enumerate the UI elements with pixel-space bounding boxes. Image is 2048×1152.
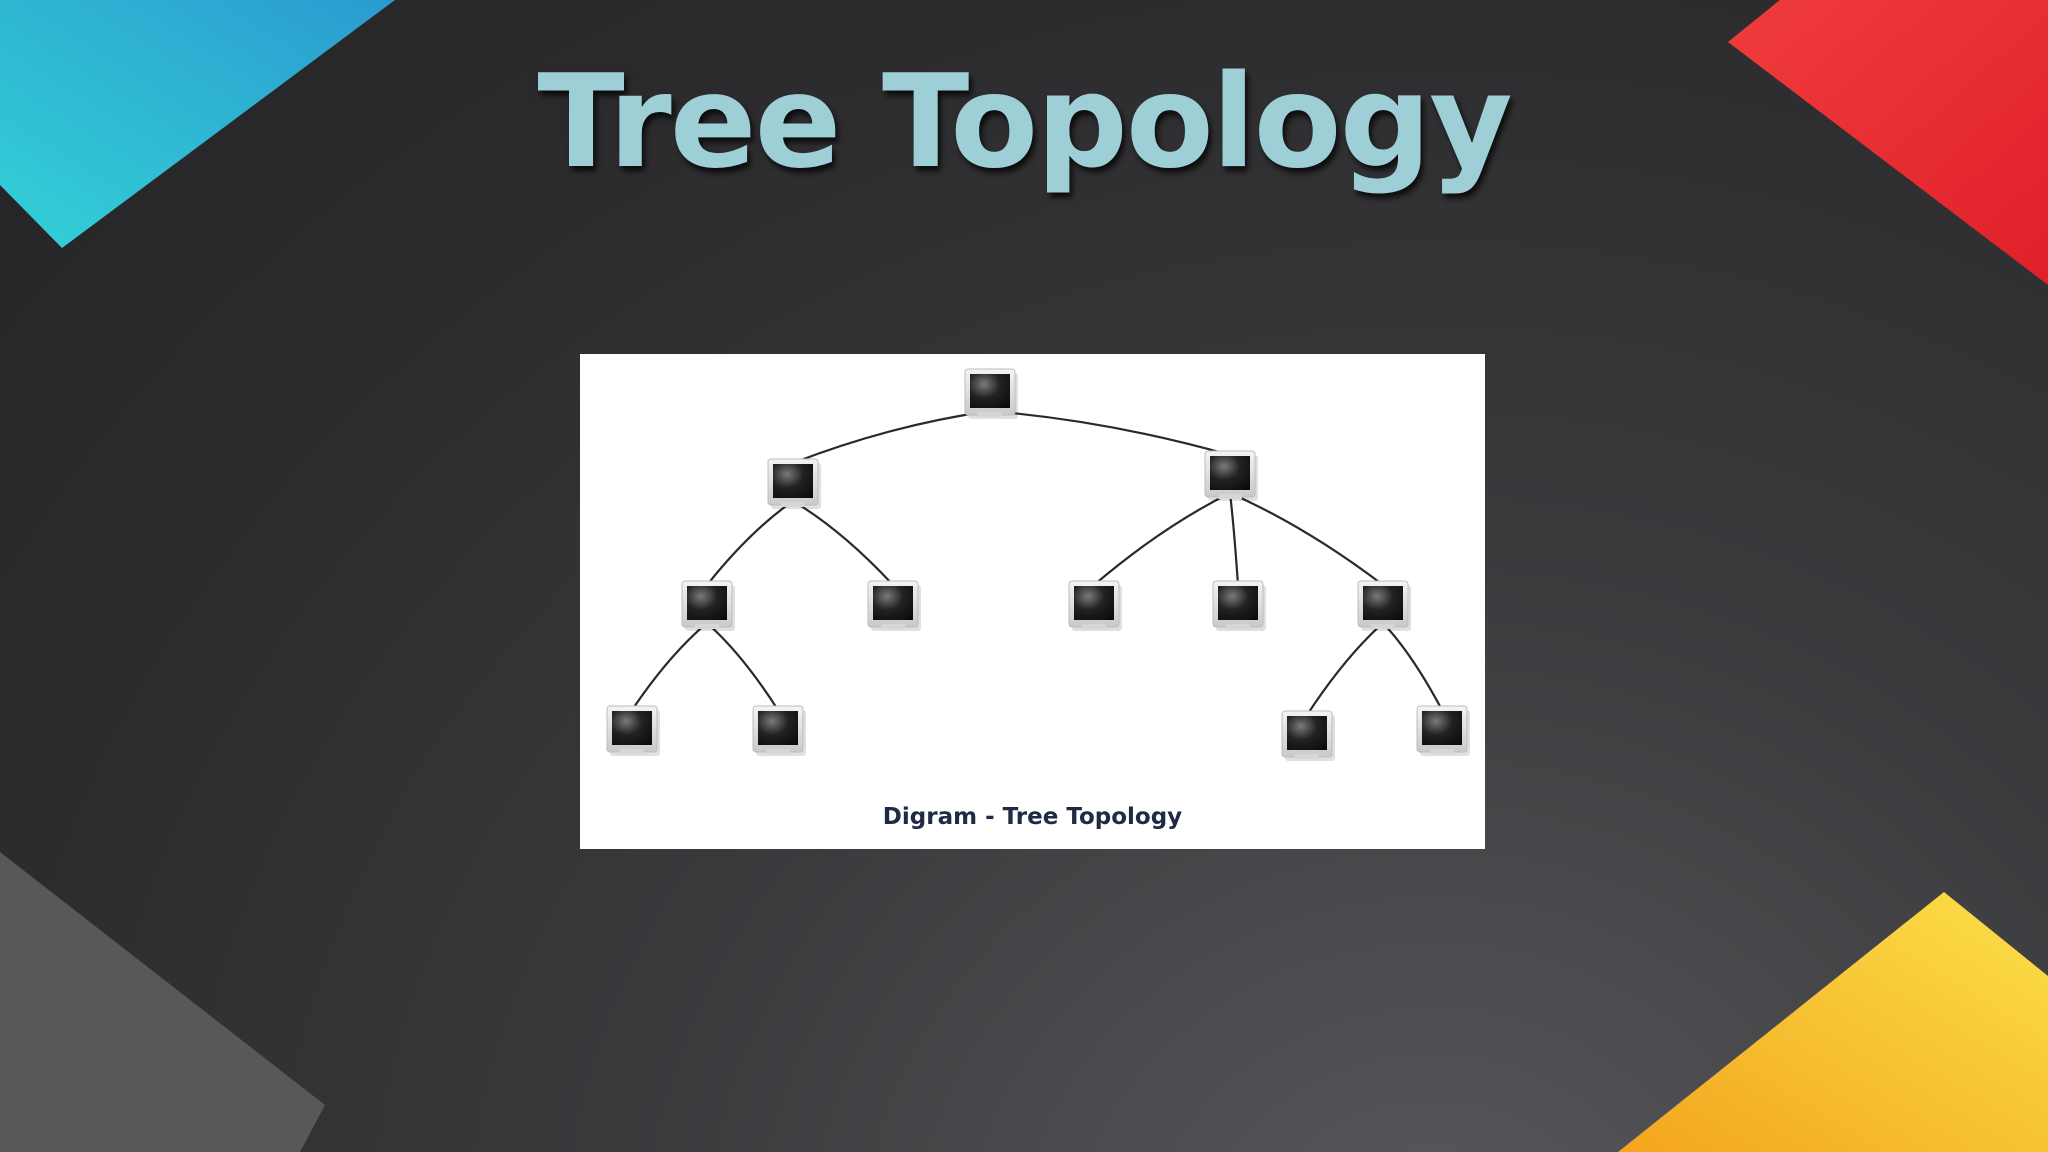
computer-monitor-icon (767, 458, 821, 509)
computer-monitor-icon (964, 368, 1018, 419)
network-link (1093, 492, 1231, 586)
network-link (1228, 492, 1240, 586)
computer-monitor-icon (1204, 450, 1258, 501)
network-link (1306, 622, 1384, 716)
computer-monitor-icon (1281, 710, 1335, 761)
corner-accent-top-left (0, 0, 395, 248)
computer-monitor-icon (752, 705, 806, 756)
computer-monitor-icon (1212, 580, 1266, 631)
topology-diagram: Digram - Tree Topology (580, 354, 1485, 849)
network-link (1382, 622, 1443, 711)
computer-monitor-icon (1068, 580, 1122, 631)
network-link (989, 409, 1231, 457)
computer-monitor-icon (1357, 580, 1411, 631)
computer-monitor-icon (606, 705, 660, 756)
network-link (792, 409, 991, 465)
slide-title: Tree Topology (537, 48, 1512, 197)
diagram-caption: Digram - Tree Topology (882, 804, 1183, 830)
computer-monitor-icon (867, 580, 921, 631)
computer-monitor-icon (681, 580, 735, 631)
corner-accent-bottom-right (1618, 892, 2048, 1152)
network-link (1229, 491, 1384, 586)
corner-accent-bottom-left (0, 852, 325, 1152)
network-link (706, 500, 794, 586)
network-link (631, 622, 708, 711)
network-link (792, 500, 894, 586)
computer-monitor-icon (1416, 705, 1470, 756)
topology-graph (606, 368, 1470, 761)
network-link (706, 622, 779, 711)
corner-accent-top-right (1728, 0, 2048, 285)
